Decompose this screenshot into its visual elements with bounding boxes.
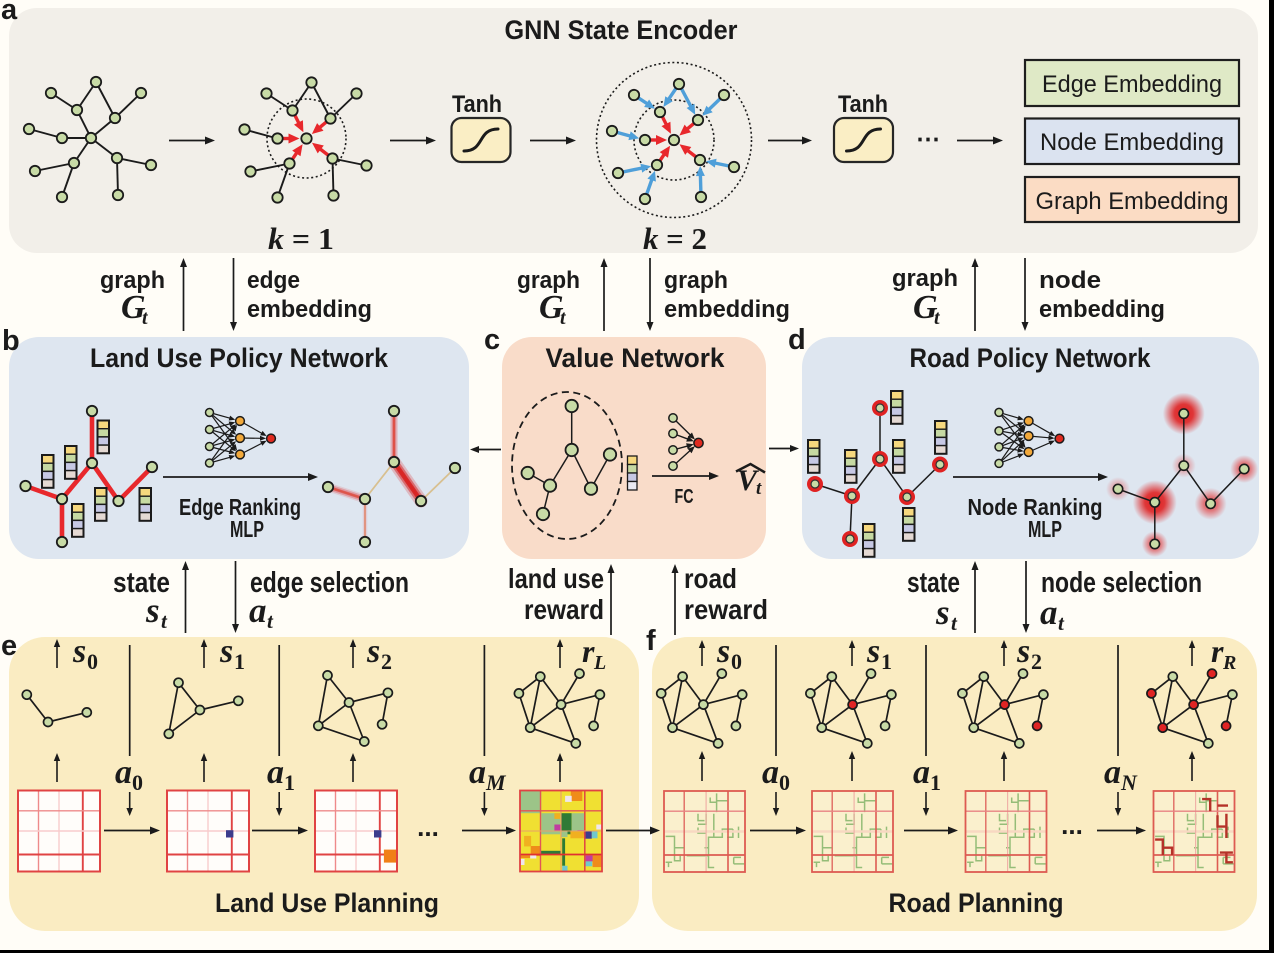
svg-text:2: 2	[381, 649, 392, 674]
svg-text:embedding: embedding	[247, 296, 372, 323]
svg-text:graph: graph	[517, 267, 580, 294]
svg-text:R: R	[1222, 652, 1236, 674]
svg-text:0: 0	[731, 649, 742, 674]
svg-text:s: s	[935, 593, 950, 632]
svg-text:Land Use Policy Network: Land Use Policy Network	[90, 343, 389, 373]
svg-text:embedding: embedding	[1039, 296, 1165, 323]
svg-text:a: a	[267, 754, 284, 791]
svg-text:t: t	[267, 609, 274, 633]
svg-text:G: G	[913, 289, 938, 326]
svg-text:G: G	[539, 289, 564, 326]
svg-text:0: 0	[87, 649, 98, 674]
svg-text:Value Network: Value Network	[546, 343, 726, 373]
svg-text:MLP: MLP	[230, 516, 264, 542]
svg-text:c: c	[484, 324, 500, 356]
svg-text:land use: land use	[508, 563, 604, 594]
svg-text:MLP: MLP	[1028, 516, 1062, 542]
svg-text:s: s	[366, 633, 380, 670]
svg-text:t: t	[756, 478, 762, 499]
svg-text:f: f	[646, 625, 656, 657]
svg-text:road: road	[684, 563, 737, 594]
svg-text:e: e	[1, 630, 17, 662]
svg-text:G: G	[121, 289, 146, 326]
svg-text:node: node	[1039, 267, 1101, 294]
svg-text:t: t	[161, 609, 168, 633]
svg-text:state: state	[113, 567, 170, 599]
svg-text:k = 2: k = 2	[643, 221, 707, 256]
svg-text:graph: graph	[892, 265, 958, 292]
svg-text:a: a	[115, 754, 132, 791]
svg-text:L: L	[593, 652, 606, 674]
svg-text:Graph Embedding: Graph Embedding	[1036, 188, 1229, 215]
svg-text:node selection: node selection	[1041, 567, 1202, 599]
svg-text:Land Use Planning: Land Use Planning	[215, 888, 439, 918]
svg-text:2: 2	[1031, 649, 1042, 674]
svg-text:a: a	[913, 754, 930, 791]
svg-text:edge selection: edge selection	[250, 567, 409, 599]
svg-text:state: state	[907, 567, 960, 599]
svg-text:Tanh: Tanh	[452, 91, 502, 118]
svg-text:d: d	[788, 324, 806, 356]
svg-text:FC: FC	[675, 486, 694, 508]
svg-text:1: 1	[284, 770, 295, 795]
svg-text:t: t	[934, 307, 941, 329]
svg-text:embedding: embedding	[664, 296, 790, 323]
svg-text:s: s	[1016, 633, 1030, 670]
svg-text:Node Ranking: Node Ranking	[968, 494, 1103, 520]
svg-text:0: 0	[132, 770, 143, 795]
svg-text:edge: edge	[247, 267, 300, 294]
svg-text:t: t	[142, 307, 149, 329]
svg-text:r: r	[582, 633, 595, 669]
svg-text:graph: graph	[664, 267, 728, 294]
svg-text:Edge Embedding: Edge Embedding	[1042, 71, 1222, 98]
svg-text:s: s	[72, 633, 86, 670]
svg-text:a: a	[762, 754, 779, 791]
svg-text:s: s	[866, 633, 880, 670]
svg-text:b: b	[2, 325, 20, 357]
svg-text:M: M	[485, 770, 507, 795]
svg-text:Road Planning: Road Planning	[889, 888, 1064, 918]
svg-text:r: r	[1211, 633, 1224, 669]
svg-text:a: a	[469, 754, 486, 791]
svg-text:t: t	[951, 611, 958, 635]
svg-text:N: N	[1120, 770, 1138, 795]
svg-text:V: V	[737, 464, 760, 497]
svg-text:k = 1: k = 1	[268, 221, 334, 256]
svg-text:Road Policy Network: Road Policy Network	[910, 343, 1152, 373]
svg-text:a: a	[1, 0, 18, 26]
svg-text:s: s	[145, 591, 160, 630]
svg-text:s: s	[219, 633, 233, 670]
svg-text:...: ...	[1061, 810, 1083, 840]
svg-text:graph: graph	[100, 267, 165, 294]
svg-text:Edge Ranking: Edge Ranking	[179, 494, 301, 520]
svg-text:1: 1	[881, 649, 892, 674]
svg-text:1: 1	[234, 649, 245, 674]
svg-text:a: a	[1104, 754, 1121, 791]
svg-text:⋯: ⋯	[916, 126, 940, 153]
svg-text:...: ...	[417, 812, 439, 842]
svg-text:t: t	[560, 307, 567, 329]
svg-text:1: 1	[930, 770, 941, 795]
svg-text:a: a	[1040, 593, 1058, 632]
svg-text:a: a	[249, 591, 267, 630]
svg-text:reward: reward	[524, 594, 604, 625]
svg-text:reward: reward	[684, 594, 768, 625]
svg-text:Node Embedding: Node Embedding	[1040, 129, 1224, 156]
svg-text:Tanh: Tanh	[838, 91, 888, 118]
svg-text:t: t	[1058, 611, 1065, 635]
svg-text:s: s	[716, 633, 730, 670]
svg-text:GNN State Encoder: GNN State Encoder	[505, 15, 738, 45]
svg-text:0: 0	[779, 770, 790, 795]
